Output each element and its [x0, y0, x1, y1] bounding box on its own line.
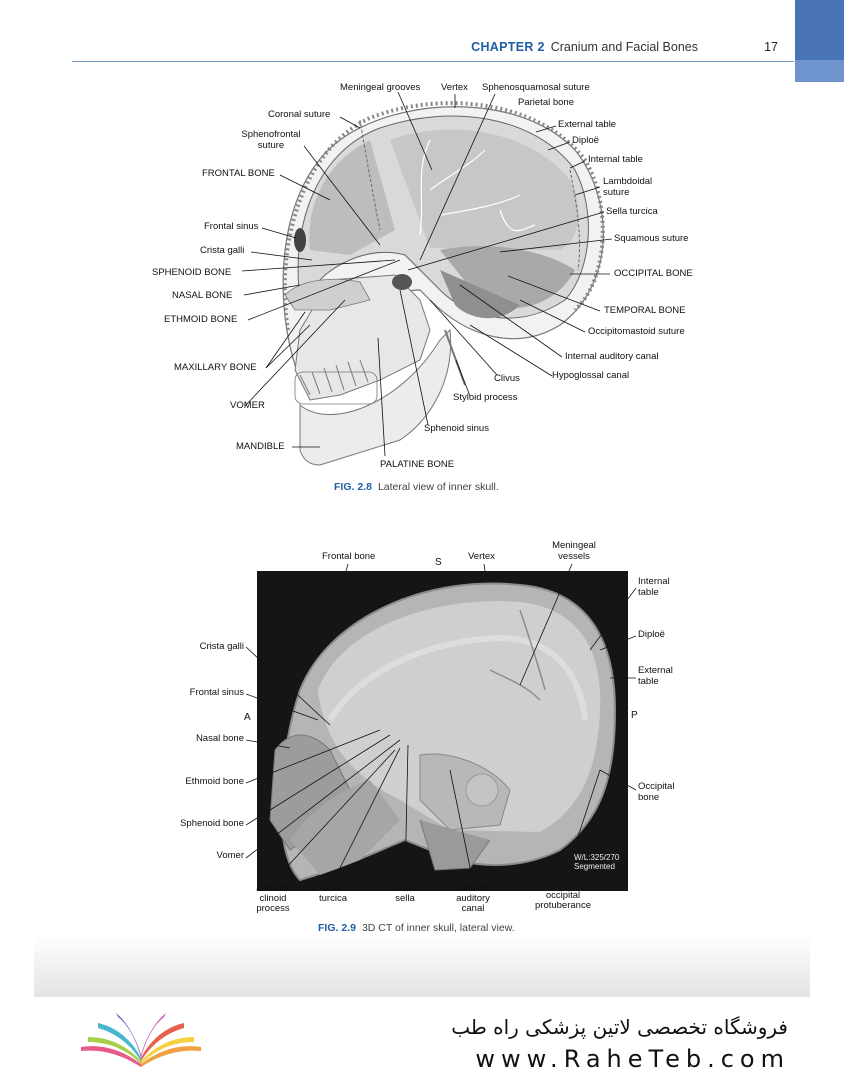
ct-label-crista-galli: Crista galli: [199, 641, 244, 652]
page-header: CHAPTER 2 Cranium and Facial Bones 17: [72, 38, 794, 62]
ct-label-anterior-clinoid-process: Anterior clinoid process: [256, 882, 290, 914]
ct-label-ethmoid-bone: Ethmoid bone: [185, 776, 244, 787]
orientation-anterior: A: [244, 712, 251, 723]
label-frontal-bone: FRONTAL BONE: [202, 168, 275, 179]
orientation-inferior: I: [439, 874, 442, 885]
label-mandible: MANDIBLE: [236, 441, 285, 452]
chapter-number: CHAPTER 2: [471, 40, 545, 54]
figure-2-8-caption: FIG. 2.8 Lateral view of inner skull.: [334, 481, 499, 493]
ct-window-level-overlay: W/L:325/270 Segmented: [574, 853, 620, 871]
chapter-tab-marker: [795, 0, 844, 82]
label-sella-turcica: Sella turcica: [606, 206, 658, 217]
ct-label-internal-auditory-canal: Internal auditory canal: [456, 882, 490, 914]
ct-label-meningeal-vessels: Meningeal vessels: [552, 540, 596, 562]
chapter-heading: CHAPTER 2 Cranium and Facial Bones: [471, 40, 698, 54]
ct-label-frontal-bone: Frontal bone: [322, 551, 376, 562]
ct-skull-render: [245, 563, 637, 891]
label-temporal-bone: TEMPORAL BONE: [604, 305, 686, 316]
ct-label-vertex: Vertex: [468, 551, 495, 562]
label-occipitomastoid-suture: Occipitomastoid suture: [588, 326, 685, 337]
label-vomer: VOMER: [230, 400, 265, 411]
ct-label-occipital-bone: Occipital bone: [638, 781, 675, 803]
label-internal-table: Internal table: [588, 154, 643, 165]
label-sphenoid-sinus: Sphenoid sinus: [424, 423, 489, 434]
label-squamous-suture: Squamous suture: [614, 233, 689, 244]
label-maxillary-bone: MAXILLARY BONE: [174, 362, 257, 373]
ct-label-nasal-bone: Nasal bone: [195, 733, 244, 744]
label-palatine-bone: PALATINE BONE: [380, 459, 455, 470]
chapter-title: Cranium and Facial Bones: [550, 40, 698, 54]
figure-2-9: S I A P W/L:325/270 Segmented Frontal bo…: [0, 520, 844, 940]
label-parietal-bone: Parietal bone: [518, 97, 574, 108]
figure-2-8-number: FIG. 2.8: [334, 481, 372, 493]
label-frontal-sinus: Frontal sinus: [204, 221, 259, 232]
book-logo: [81, 1013, 201, 1067]
figure-2-8-caption-text: Lateral view of inner skull.: [377, 481, 499, 493]
figure-2-8: Meningeal grooves Vertex Sphenosquamosal…: [0, 0, 844, 500]
ct-label-vomer: Vomer: [216, 850, 244, 861]
label-styloid-process: Styloid process: [453, 392, 518, 403]
publisher-footer: فروشگاه تخصصی لاتین پزشکی راه طب www.Rah…: [0, 997, 844, 1080]
page-bottom-shadow: [34, 935, 810, 997]
inner-skull-illustration: [241, 91, 613, 466]
figure-2-9-number: FIG. 2.9: [318, 922, 356, 934]
label-sphenofrontal-suture: Sphenofrontal suture: [241, 129, 301, 151]
label-internal-auditory-canal: Internal auditory canal: [565, 351, 659, 362]
label-coronal-suture: Coronal suture: [268, 109, 331, 120]
label-occipital-bone: OCCIPITAL BONE: [614, 268, 693, 279]
ct-label-sella-turcica: Sella turcica: [319, 882, 347, 904]
ct-label-internal-table: Internal table: [638, 576, 670, 598]
page-number: 17: [764, 40, 778, 54]
ct-label-frontal-sinus: Frontal sinus: [189, 687, 244, 698]
ct-label-dorsum-sella: Dorsum sella: [388, 882, 422, 904]
label-ethmoid-bone: ETHMOID BONE: [164, 314, 238, 325]
label-sphenosquamosal-suture: Sphenosquamosal suture: [482, 82, 590, 93]
label-vertex: Vertex: [441, 82, 468, 93]
orientation-posterior: P: [631, 710, 638, 721]
ct-label-sphenoid-bone: Sphenoid bone: [180, 818, 244, 829]
ct-label-external-table: External table: [638, 665, 673, 687]
shop-url: www.RaheTeb.com: [475, 1045, 790, 1073]
figure-2-9-caption: FIG. 2.9 3D CT of inner skull, lateral vi…: [318, 922, 515, 934]
label-meningeal-grooves: Meningeal grooves: [340, 82, 421, 93]
shop-name: فروشگاه تخصصی لاتین پزشکی راه طب: [451, 1015, 788, 1039]
label-hypoglossal-canal: Hypoglossal canal: [552, 370, 630, 381]
orientation-superior: S: [435, 557, 442, 568]
label-sphenoid-bone: SPHENOID BONE: [152, 267, 232, 278]
label-nasal-bone: NASAL BONE: [172, 290, 233, 301]
ct-label-external-occipital-protuberance: External occipital protuberance: [535, 879, 591, 911]
label-diploe: Diploë: [572, 135, 599, 146]
figure-2-9-caption-text: 3D CT of inner skull, lateral view.: [361, 922, 515, 934]
label-external-table: External table: [558, 119, 617, 130]
label-lambdoidal-suture: Lambdoidal suture: [603, 176, 653, 198]
label-clivus: Clivus: [494, 373, 520, 384]
label-crista-galli: Crista galli: [200, 245, 245, 256]
ct-label-diploe: Diploë: [638, 629, 665, 640]
